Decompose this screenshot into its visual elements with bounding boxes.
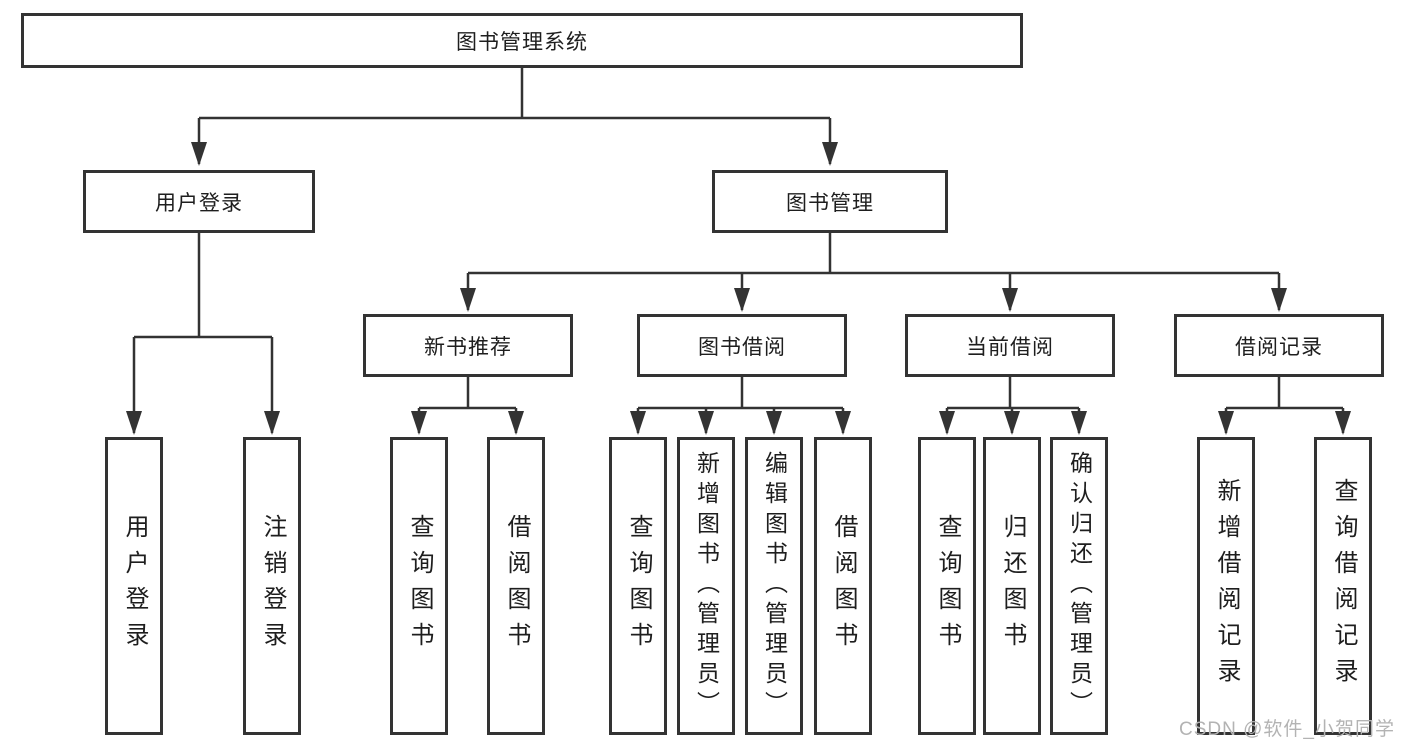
leaf-cb-confirm-return-admin-label: 确认归还（管理员） xyxy=(1066,451,1093,721)
leaf-bb-edit-books-admin: 编辑图书（管理员） xyxy=(745,437,803,735)
node-root: 图书管理系统 xyxy=(21,13,1023,68)
leaf-cb-query-books: 查询图书 xyxy=(918,437,976,735)
leaf-bb-borrow-books-label: 借阅图书 xyxy=(830,514,857,658)
leaf-user-login-label: 用户登录 xyxy=(121,514,148,658)
leaf-br-add-record-label: 新增借阅记录 xyxy=(1213,478,1240,694)
leaf-logout: 注销登录 xyxy=(243,437,301,735)
node-book-mgmt: 图书管理 xyxy=(712,170,948,233)
leaf-logout-label: 注销登录 xyxy=(259,514,286,658)
leaf-bb-query-books-label: 查询图书 xyxy=(625,514,652,658)
leaf-bb-add-books-admin: 新增图书（管理员） xyxy=(677,437,735,735)
node-book-borrow: 图书借阅 xyxy=(637,314,847,377)
node-root-label: 图书管理系统 xyxy=(456,30,588,54)
leaf-br-add-record: 新增借阅记录 xyxy=(1197,437,1255,735)
node-new-book-rec-label: 新书推荐 xyxy=(424,335,512,359)
leaf-user-login: 用户登录 xyxy=(105,437,163,735)
leaf-nb-borrow-books: 借阅图书 xyxy=(487,437,545,735)
leaf-bb-edit-books-admin-label: 编辑图书（管理员） xyxy=(761,451,788,721)
node-new-book-rec: 新书推荐 xyxy=(363,314,573,377)
leaf-bb-add-books-admin-label: 新增图书（管理员） xyxy=(693,451,720,721)
leaf-cb-confirm-return-admin: 确认归还（管理员） xyxy=(1050,437,1108,735)
node-book-mgmt-label: 图书管理 xyxy=(786,191,874,215)
node-book-borrow-label: 图书借阅 xyxy=(698,335,786,359)
leaf-bb-query-books: 查询图书 xyxy=(609,437,667,735)
leaf-nb-query-books-label: 查询图书 xyxy=(406,514,433,658)
leaf-nb-query-books: 查询图书 xyxy=(390,437,448,735)
leaf-cb-return-books-label: 归还图书 xyxy=(999,514,1026,658)
node-user-login-branch-label: 用户登录 xyxy=(155,191,243,215)
leaf-nb-borrow-books-label: 借阅图书 xyxy=(503,514,530,658)
node-current-borrow-label: 当前借阅 xyxy=(966,335,1054,359)
node-borrow-records-label: 借阅记录 xyxy=(1235,335,1323,359)
node-user-login-branch: 用户登录 xyxy=(83,170,315,233)
leaf-br-query-record-label: 查询借阅记录 xyxy=(1330,478,1357,694)
node-current-borrow: 当前借阅 xyxy=(905,314,1115,377)
leaf-bb-borrow-books: 借阅图书 xyxy=(814,437,872,735)
leaf-cb-query-books-label: 查询图书 xyxy=(934,514,961,658)
watermark: CSDN @软件_小贺同学 xyxy=(1179,719,1395,740)
node-borrow-records: 借阅记录 xyxy=(1174,314,1384,377)
leaf-cb-return-books: 归还图书 xyxy=(983,437,1041,735)
leaf-br-query-record: 查询借阅记录 xyxy=(1314,437,1372,735)
